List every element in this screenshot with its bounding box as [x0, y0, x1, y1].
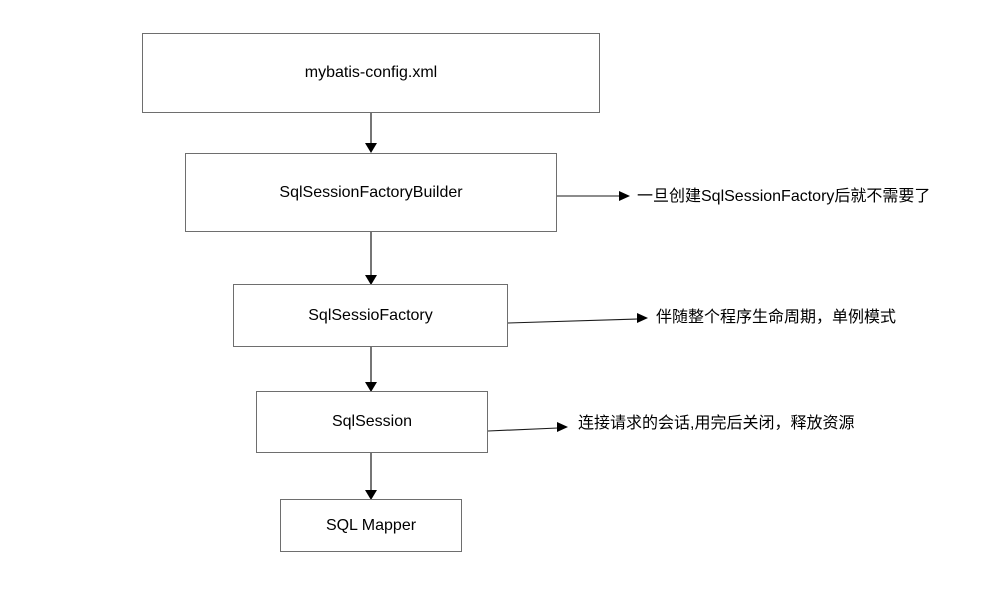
arrow-config-to-builder — [365, 113, 377, 153]
arrow-builder-to-factory — [365, 232, 377, 285]
arrow-session-annotation — [487, 422, 568, 432]
annotation-builder-lifecycle: 一旦创建SqlSessionFactory后就不需要了 — [637, 188, 931, 205]
node-label: SqlSessionFactoryBuilder — [279, 183, 463, 201]
node-label: SqlSession — [331, 413, 413, 430]
annotation-session-lifecycle: 连接请求的会话,用完后关闭，释放资源 — [578, 415, 855, 432]
node-label: SQL Mapper — [325, 516, 417, 534]
node-sqlsessionfactorybuilder: SqlSessionFactoryBuilder — [185, 153, 557, 232]
node-sqlsession: SqlSession — [256, 391, 488, 453]
node-label: SqlSessioFactory — [308, 306, 433, 324]
arrow-factory-annotation — [507, 313, 648, 324]
annotation-factory-lifecycle: 伴随整个程序生命周期，单例模式 — [656, 309, 897, 326]
arrow-builder-annotation — [557, 191, 630, 201]
node-sql-mapper: SQL Mapper — [280, 499, 462, 552]
arrow-factory-to-session — [365, 347, 377, 392]
node-mybatis-config-xml: mybatis-config.xml — [142, 33, 600, 113]
node-sqlsessiofactory: SqlSessioFactory — [233, 284, 508, 347]
node-label: mybatis-config.xml — [304, 64, 438, 81]
arrow-session-to-mapper — [365, 453, 377, 500]
